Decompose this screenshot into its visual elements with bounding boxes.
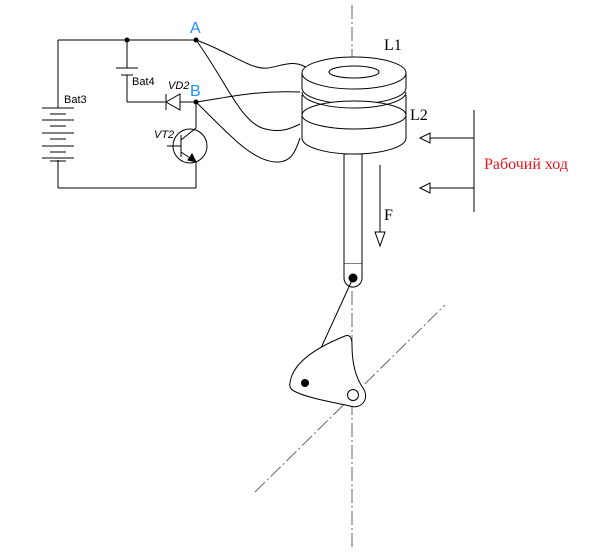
battery-bat4 bbox=[116, 67, 138, 76]
coil-l1-l2-gap bbox=[301, 95, 407, 115]
node-a-label: A bbox=[190, 20, 201, 37]
circuit-wiring bbox=[57, 39, 197, 189]
junction-top-bat4 bbox=[124, 37, 130, 43]
diode-vd2 bbox=[164, 93, 181, 111]
lead-b-l2 bbox=[195, 101, 301, 163]
battery-bat3 bbox=[42, 107, 74, 162]
lead-a-l1 bbox=[195, 39, 311, 71]
coil-l1 bbox=[301, 56, 407, 105]
junctions bbox=[124, 37, 199, 105]
coil-l1-bottom-edge bbox=[301, 91, 407, 109]
lead-a-l2 bbox=[195, 39, 301, 131]
coil-l2 bbox=[301, 100, 407, 155]
node-b-label: B bbox=[190, 83, 201, 100]
bat4-label: Bat4 bbox=[132, 76, 155, 88]
force-label: F bbox=[384, 207, 393, 224]
coil-leads bbox=[195, 39, 311, 163]
l2-label: L2 bbox=[410, 107, 428, 124]
vd2-label: VD2 bbox=[168, 80, 189, 92]
working-stroke-label: Рабочий ход bbox=[484, 156, 568, 173]
lever-arm bbox=[289, 335, 367, 408]
force-arrow bbox=[374, 165, 386, 248]
l1-label: L1 bbox=[384, 37, 402, 54]
working-stroke-arrows bbox=[418, 110, 475, 212]
plunger-rod bbox=[343, 153, 363, 288]
lead-b-l1 bbox=[195, 91, 301, 103]
vt2-label: VT2 bbox=[154, 129, 174, 141]
transistor-vt2 bbox=[167, 127, 208, 164]
bat3-label: Bat3 bbox=[64, 94, 87, 106]
